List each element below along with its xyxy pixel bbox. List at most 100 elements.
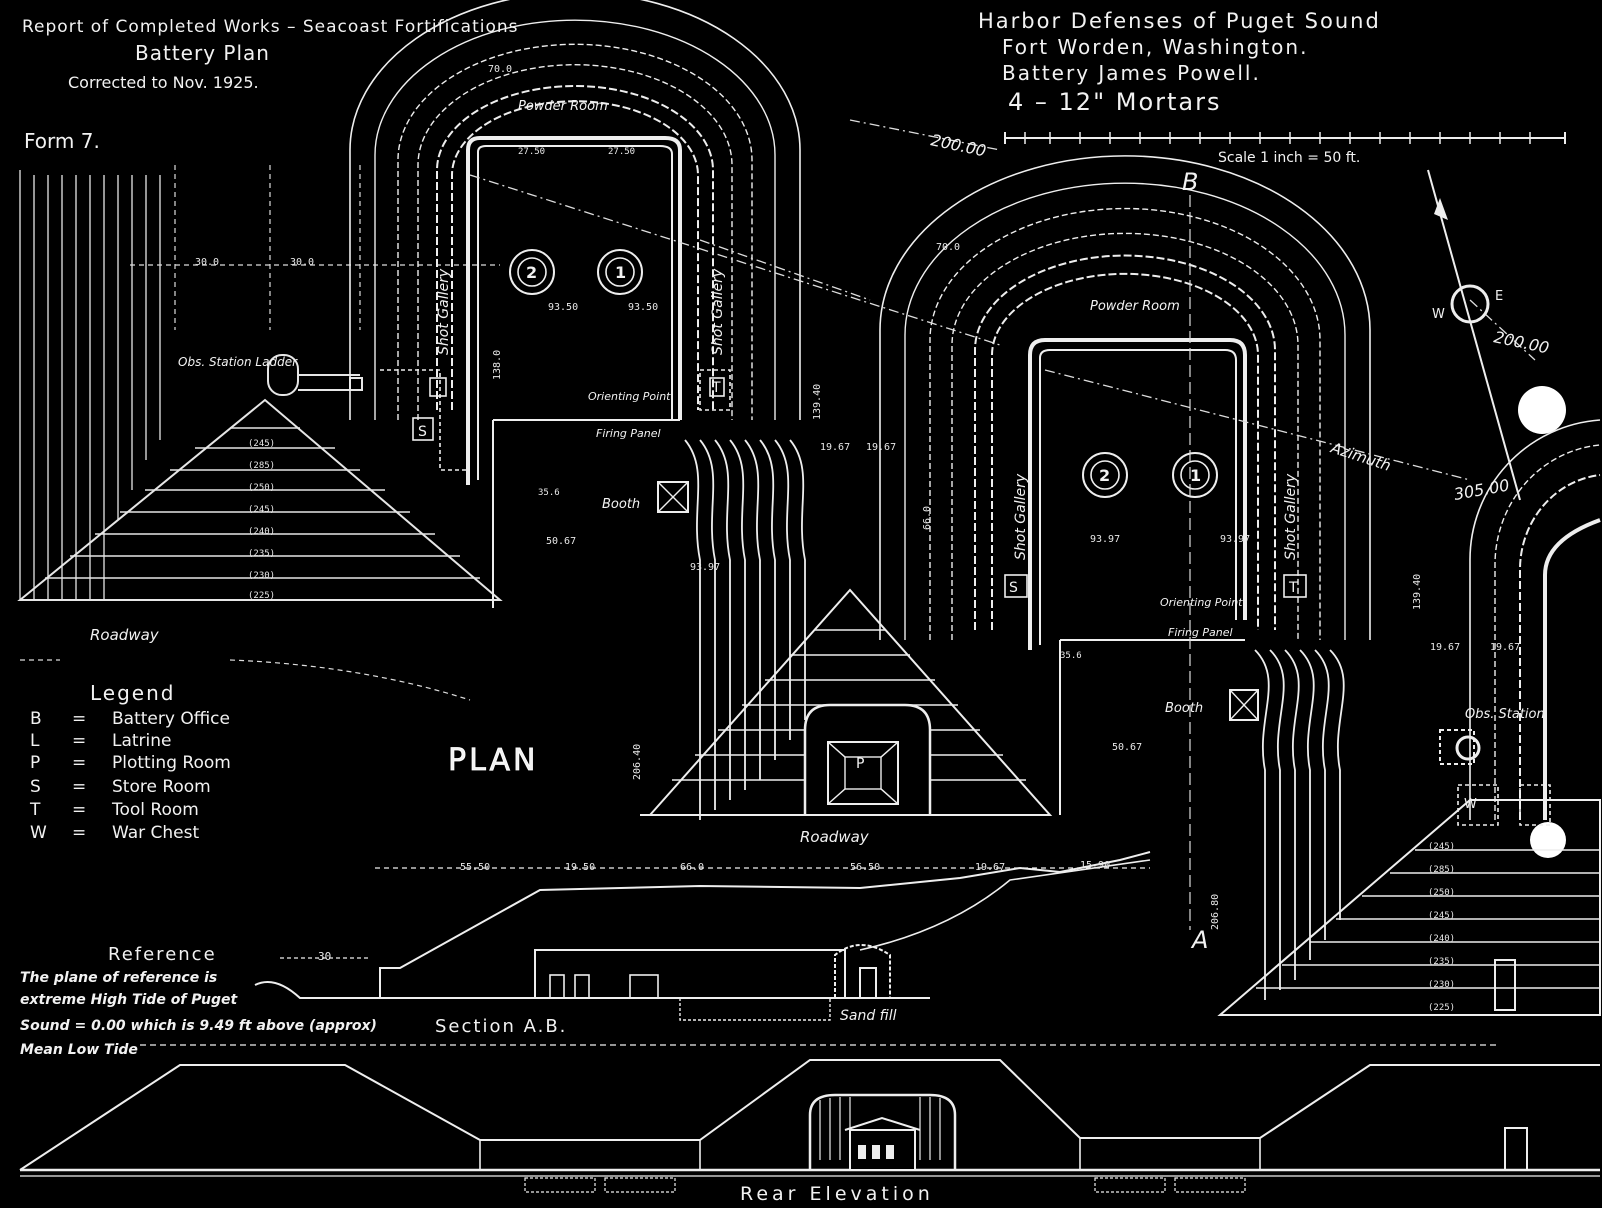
legend-item: W = War Chest xyxy=(30,823,199,843)
svg-text:35.6: 35.6 xyxy=(1060,651,1082,661)
right-elevations: (245) (285) (250) (245) (240) (235) (230… xyxy=(1428,842,1455,1013)
section-ab-drawing xyxy=(254,851,1151,1021)
svg-text:T: T xyxy=(29,800,41,820)
pit-1-labels: Powder Room Shot Gallery Shot Gallery 2 … xyxy=(418,64,896,780)
svg-text:70.0: 70.0 xyxy=(936,242,960,253)
obs-station-ladder-label: Obs. Station Ladder xyxy=(178,355,298,369)
report-title: Report of Completed Works – Seacoast For… xyxy=(22,17,519,37)
svg-text:Tool Room: Tool Room xyxy=(111,800,199,820)
svg-text:(285): (285) xyxy=(1428,865,1455,875)
svg-text:S: S xyxy=(418,424,427,440)
svg-text:19.67: 19.67 xyxy=(1430,642,1460,653)
obs-station-label: Obs. Station xyxy=(1465,707,1545,722)
left-elevations: (245) (285) (250) (245) (240) (235) (230… xyxy=(248,439,275,601)
svg-text:Mean Low Tide: Mean Low Tide xyxy=(20,1042,138,1058)
dim-30-ref: 30 xyxy=(318,950,331,963)
svg-text:(225): (225) xyxy=(248,591,275,601)
dim-200-left: 200.00 xyxy=(929,130,988,160)
reference-note: Reference The plane of reference is extr… xyxy=(20,944,377,1058)
svg-text:206.40: 206.40 xyxy=(632,744,643,780)
form-number: Form 7. xyxy=(24,129,100,153)
sand-fill-label: Sand fill xyxy=(840,1008,897,1024)
dim-55-50: 55.50 xyxy=(460,862,490,873)
svg-text:19.67: 19.67 xyxy=(1490,642,1520,653)
svg-text:L: L xyxy=(30,731,40,751)
center-pyramid xyxy=(640,588,1053,816)
svg-text:Battery Office: Battery Office xyxy=(112,709,230,729)
dim-305: 305.00 xyxy=(1452,476,1510,504)
svg-text:T: T xyxy=(1288,580,1298,596)
svg-text:(250): (250) xyxy=(248,483,275,493)
legend-item: B = Battery Office xyxy=(30,709,230,729)
svg-text:(240): (240) xyxy=(248,527,275,537)
svg-text:Shot Gallery: Shot Gallery xyxy=(1013,473,1029,560)
svg-text:Store Room: Store Room xyxy=(112,777,211,797)
svg-text:extreme High Tide of Puget: extreme High Tide of Puget xyxy=(20,992,239,1008)
svg-text:=: = xyxy=(72,709,86,729)
svg-text:66.0: 66.0 xyxy=(922,506,933,530)
dim-19-50: 19.50 xyxy=(565,862,595,873)
svg-text:(285): (285) xyxy=(248,461,275,471)
section-marker-a: A xyxy=(1190,926,1208,954)
svg-text:Plotting Room: Plotting Room xyxy=(112,753,231,773)
dim-200-right: 200.00 xyxy=(1492,327,1551,357)
svg-text:50.67: 50.67 xyxy=(546,536,576,547)
compass-e: E xyxy=(1495,289,1503,304)
scale-bar xyxy=(1004,132,1566,144)
title-line-1: Harbor Defenses of Puget Sound xyxy=(978,9,1381,33)
svg-text:2: 2 xyxy=(526,263,537,282)
section-marker-b: B xyxy=(1182,168,1198,196)
roadway-label-center: Roadway xyxy=(800,828,870,846)
compass-rose xyxy=(1427,169,1521,501)
left-end-structure xyxy=(17,170,503,601)
legend-item: T = Tool Room xyxy=(29,800,199,820)
legend-item: P = Plotting Room xyxy=(30,753,231,773)
svg-text:Reference: Reference xyxy=(108,944,217,965)
svg-text:Shot Gallery: Shot Gallery xyxy=(710,268,726,355)
svg-text:Booth: Booth xyxy=(1165,701,1203,716)
svg-text:139.40: 139.40 xyxy=(1412,574,1423,610)
svg-text:Orienting Point: Orienting Point xyxy=(588,390,671,403)
battery-pit-3-partial xyxy=(1217,419,1601,1016)
svg-text:93.50: 93.50 xyxy=(628,302,658,313)
legend: Legend B = Battery Office L = Latrine P … xyxy=(29,681,231,843)
ink-blot-upper xyxy=(1518,386,1566,434)
svg-text:P: P xyxy=(30,753,40,773)
svg-text:50.67: 50.67 xyxy=(1112,742,1142,753)
svg-text:=: = xyxy=(72,823,86,843)
battery-pit-2 xyxy=(879,154,1371,815)
svg-text:139.40: 139.40 xyxy=(812,384,823,420)
svg-text:19.67: 19.67 xyxy=(820,442,850,453)
svg-text:206.80: 206.80 xyxy=(1210,894,1221,930)
svg-text:(245): (245) xyxy=(248,439,275,449)
svg-text:Firing Panel: Firing Panel xyxy=(1168,626,1233,639)
svg-text:(245): (245) xyxy=(248,505,275,515)
pit-2-labels: Powder Room Shot Gallery Shot Gallery 2 … xyxy=(922,242,1520,930)
svg-text:(235): (235) xyxy=(1428,957,1455,967)
svg-text:Booth: Booth xyxy=(602,497,640,512)
svg-text:=: = xyxy=(72,800,86,820)
svg-text:19.67: 19.67 xyxy=(866,442,896,453)
svg-text:=: = xyxy=(72,777,86,797)
dim-56-50: 56.50 xyxy=(850,862,880,873)
svg-text:W: W xyxy=(30,823,47,843)
svg-text:(250): (250) xyxy=(1428,888,1455,898)
section-ab-label: Section A.B. xyxy=(435,1016,567,1037)
svg-text:93.97: 93.97 xyxy=(1090,534,1120,545)
compass-w: W xyxy=(1432,307,1445,322)
svg-text:S: S xyxy=(1009,580,1018,596)
svg-text:=: = xyxy=(72,753,86,773)
svg-text:Orienting Point: Orienting Point xyxy=(1160,596,1243,609)
svg-text:T: T xyxy=(711,380,721,396)
battery-pit-1 xyxy=(349,0,801,608)
corrected-date: Corrected to Nov. 1925. xyxy=(68,73,259,92)
svg-text:93.50: 93.50 xyxy=(548,302,578,313)
plan-label: PLAN xyxy=(448,743,538,778)
svg-text:=: = xyxy=(72,731,86,751)
svg-text:Latrine: Latrine xyxy=(112,731,172,751)
dim-15-90: 15.90 xyxy=(1080,860,1110,871)
svg-text:138.0: 138.0 xyxy=(492,350,503,380)
dim-19-67b: 19.67 xyxy=(975,862,1005,873)
title-line-3: Battery James Powell. xyxy=(1002,61,1261,85)
